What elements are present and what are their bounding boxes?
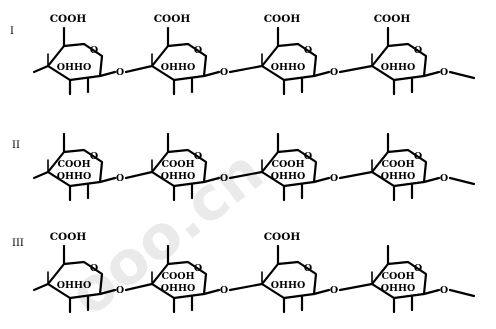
glycosidic-bond [312,70,331,78]
glycosidic-oxygen-label: O [440,285,448,296]
hydroxyl-label: OHHO [271,171,306,182]
ring-oxygen-label: O [304,45,312,56]
hydroxyl-label: OHHO [271,62,306,73]
glycosidic-bond-left [32,64,50,74]
ring-oxygen-label: O [90,263,98,274]
glycosidic-bond [338,170,374,180]
sugar-ring: O COOH OHHO O [32,13,154,96]
glycosidic-bond [422,176,441,184]
hydroxyl-label: OHHO [381,283,416,294]
carboxyl-label: COOH [154,13,191,25]
ring-oxygen-label: O [194,263,202,274]
hydroxyl-label: COOH [381,271,414,282]
ring-oxygen-label: O [90,151,98,162]
hydroxyl-label: COOH [271,159,304,170]
ring-oxygen-label: O [414,263,422,274]
ring-oxygen-label: O [414,45,422,56]
glycosidic-oxygen-label: O [330,173,338,184]
glycosidic-bond [312,176,331,184]
glycosidic-bond [228,64,264,74]
carboxyl-label: COOH [264,13,301,25]
glycosidic-bond [338,282,374,292]
glycosidic-bond [98,70,117,78]
glycosidic-bond [98,176,117,184]
sugar-ring: O COOH OHHO O [150,13,264,96]
glycosidic-bond-right [448,176,476,186]
sugar-ring: O COOH OHHO O [260,231,374,314]
hydroxyl-label: OHHO [381,171,416,182]
hydroxyl-label: OHHO [381,62,416,73]
ring-oxygen-label: O [414,151,422,162]
glycosidic-bond [312,288,331,296]
ring-oxygen-label: O [304,151,312,162]
glycosidic-oxygen-label: O [440,173,448,184]
glycosidic-bond-left [32,282,50,292]
row-label: II [12,140,20,151]
glycosidic-bond [422,288,441,296]
glycosidic-oxygen-label: O [220,173,228,184]
glycosidic-bond-left [32,170,50,180]
glycosidic-oxygen-label: O [116,173,124,184]
hydroxyl-label: COOH [161,159,194,170]
glycosidic-bond [228,170,264,180]
glycosidic-oxygen-label: O [440,67,448,78]
ring-oxygen-label: O [90,45,98,56]
hydroxyl-label: OHHO [161,283,196,294]
glycosidic-bond [124,170,154,180]
glycosidic-bond [338,64,374,74]
carboxyl-label: COOH [264,231,301,243]
glycosidic-bond [202,70,221,78]
row-label: III [12,238,24,249]
glycosidic-bond-right [448,288,476,298]
glycosidic-bond [422,70,441,78]
ring-oxygen-label: O [194,45,202,56]
carboxyl-label: COOH [50,231,87,243]
glycosidic-bond [202,288,221,296]
hydroxyl-label: COOH [57,159,90,170]
hydroxyl-label: COOH [161,271,194,282]
hydroxyl-label: COOH [381,159,414,170]
hydroxyl-label: OHHO [57,62,92,73]
hydroxyl-label: OHHO [161,171,196,182]
sugar-ring: O COOH OHHO O [32,231,154,314]
hydroxyl-label: OHHO [57,280,92,291]
structure-row: I O COOH OHHO O O COOH OHHO O O COOH OHHO O O COOH OHHO… [10,13,476,96]
glycosidic-bond [202,176,221,184]
glycosidic-bond [124,64,154,74]
ring-oxygen-label: O [194,151,202,162]
glycosidic-oxygen-label: O [330,67,338,78]
sugar-ring: O COOH OHHO O [370,13,476,96]
glycosidic-bond [228,282,264,292]
carboxyl-label: COOH [50,13,87,25]
glycosidic-oxygen-label: O [220,67,228,78]
glycosidic-oxygen-label: O [116,285,124,296]
glycosidic-oxygen-label: O [116,67,124,78]
hydroxyl-label: OHHO [57,171,92,182]
glycosidic-bond-right [448,70,476,80]
glycosidic-bond [98,288,117,296]
hydroxyl-label: OHHO [161,62,196,73]
glycosidic-oxygen-label: O [220,285,228,296]
glycosidic-bond [124,282,154,292]
row-label: I [10,26,14,37]
ring-oxygen-label: O [304,263,312,274]
sugar-ring: O COOH OHHO O [260,13,374,96]
glycosidic-oxygen-label: O [330,285,338,296]
carboxyl-label: COOH [374,13,411,25]
hydroxyl-label: OHHO [271,280,306,291]
